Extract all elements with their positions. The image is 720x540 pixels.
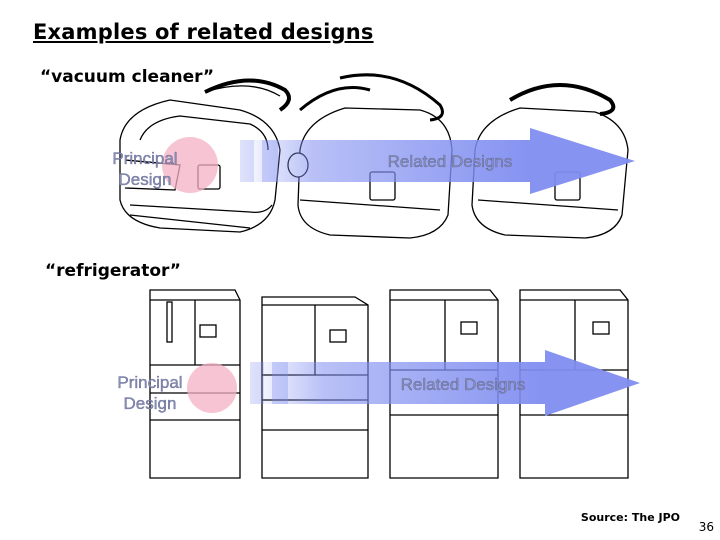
page-number: 36 — [698, 520, 714, 534]
refrigerator-principal-label: Principal Design — [117, 373, 183, 413]
refrigerator-related-arrow — [250, 350, 640, 416]
vacuum-related-arrow — [240, 128, 635, 194]
refrigerator-caption: “refrigerator” — [45, 261, 181, 281]
principal-design-highlight-2 — [187, 363, 237, 413]
vacuum-related-label: Related Designs — [387, 152, 513, 171]
principal-design-highlight — [162, 137, 218, 193]
source-credit: Source: The JPO — [580, 511, 680, 524]
refrigerator-related-label: Related Designs — [400, 375, 526, 394]
slide-title: Examples of related designs — [33, 20, 374, 44]
vacuum-caption: “vacuum cleaner” — [40, 67, 215, 87]
vacuum-principal-label: Principal Design — [112, 149, 178, 189]
